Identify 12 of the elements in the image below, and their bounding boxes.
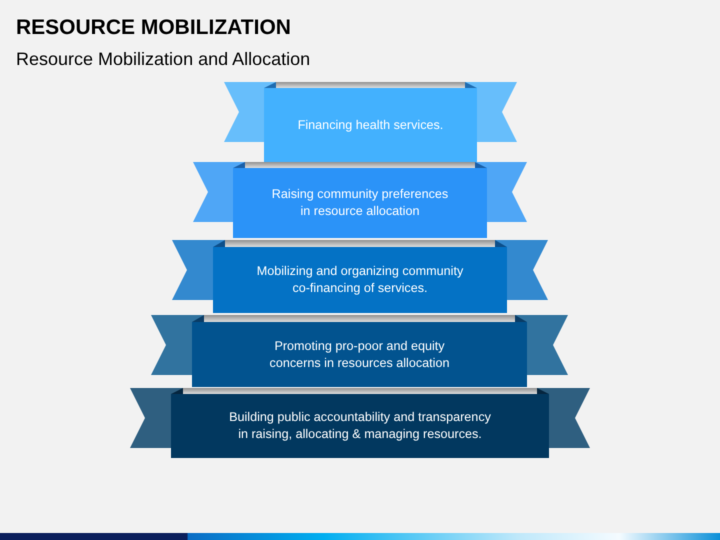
ribbon-banner bbox=[151, 315, 568, 387]
banner-text: Raising community preferences in resource allocation bbox=[272, 186, 448, 220]
banner-text: Financing health services. bbox=[298, 116, 444, 134]
ribbon-banner bbox=[172, 240, 548, 313]
banner-text: Mobilizing and organizing community co-financing of services. bbox=[256, 263, 464, 297]
banner-text: Building public accountability and transparency in raising, allocating & managing resources. bbox=[229, 409, 491, 443]
ribbon-banner bbox=[224, 82, 517, 162]
ribbon-banner bbox=[130, 388, 590, 458]
page-title: RESOURCE MOBILIZATION bbox=[16, 15, 291, 40]
ribbon-banner bbox=[193, 162, 527, 238]
banner-text: Promoting pro-poor and equity concerns in resources allocation bbox=[270, 338, 450, 372]
page-subtitle: Resource Mobilization and Allocation bbox=[16, 49, 310, 70]
